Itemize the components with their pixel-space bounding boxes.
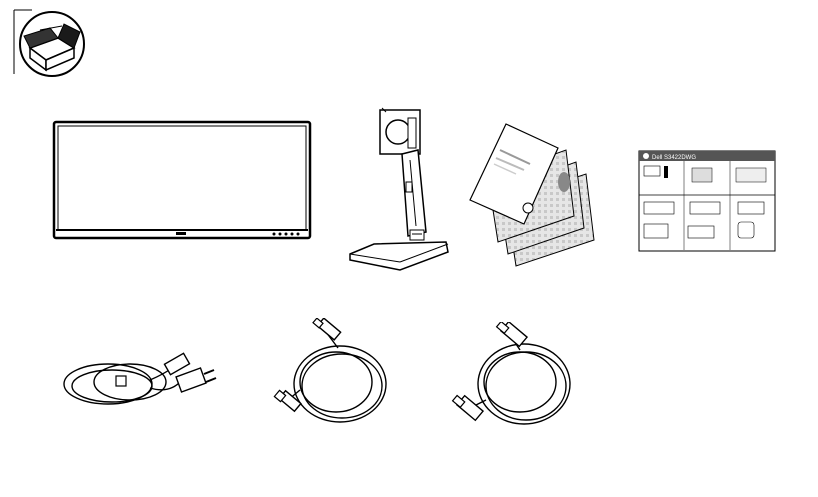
box-contents-badge bbox=[12, 8, 92, 78]
monitor-stand bbox=[346, 104, 456, 274]
power-cable-icon bbox=[63, 352, 217, 405]
hdmi-cable bbox=[450, 322, 580, 432]
hdmi-cable-icon bbox=[451, 322, 571, 425]
power-cable bbox=[60, 344, 220, 416]
quick-setup-guide: Dell S3422DWG bbox=[638, 150, 776, 252]
documents-icon bbox=[469, 123, 595, 267]
open-box-icon bbox=[13, 9, 85, 77]
usb-cable-icon bbox=[273, 318, 387, 423]
documents bbox=[466, 120, 596, 270]
monitor-stand-icon bbox=[349, 107, 449, 271]
monitor bbox=[52, 118, 314, 244]
usb-cable bbox=[270, 318, 400, 432]
quick-setup-guide-icon: Dell S3422DWG bbox=[638, 150, 776, 252]
quick-setup-guide-title: Dell S3422DWG bbox=[652, 155, 696, 161]
monitor-icon bbox=[52, 120, 312, 240]
